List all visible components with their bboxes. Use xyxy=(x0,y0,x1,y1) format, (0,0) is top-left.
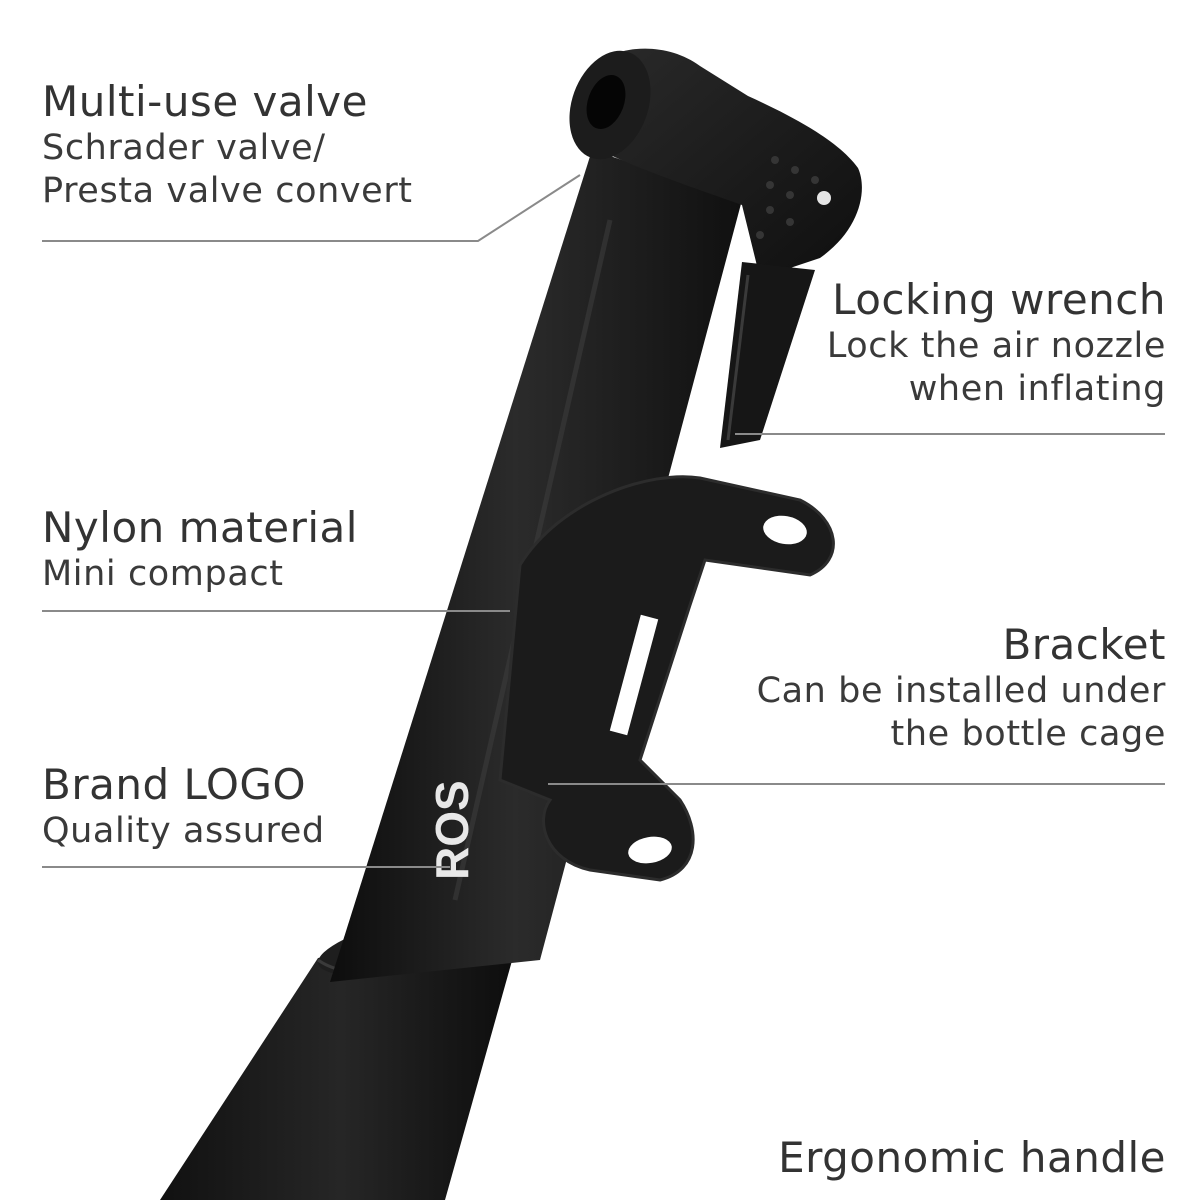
callout-nylon-material: Nylon material Mini compact xyxy=(42,502,358,596)
callout-title: Brand LOGO xyxy=(42,760,307,809)
callout-description: Mini compact xyxy=(42,554,284,595)
callout-locking-wrench: Locking wrench Lock the air nozzle when … xyxy=(827,274,1166,411)
callout-title: Multi-use valve xyxy=(42,77,368,126)
callout-description: Lock the air nozzle when inflating xyxy=(826,326,1166,409)
callout-multi-use-valve: Multi-use valve Schrader valve/ Presta v… xyxy=(42,76,413,213)
callout-title: Nylon material xyxy=(42,503,358,552)
callout-description: Schrader valve/ Presta valve convert xyxy=(42,128,413,211)
leader-line-valve xyxy=(42,174,581,242)
valve-head xyxy=(569,48,862,278)
callout-title: Locking wrench xyxy=(832,275,1166,324)
callout-description: Quality assured xyxy=(42,811,325,852)
callout-ergonomic-handle: Ergonomic handle xyxy=(778,1132,1166,1183)
callout-description: Can be installed under the bottle cage xyxy=(756,671,1166,754)
callout-brand-logo: Brand LOGO Quality assured xyxy=(42,759,325,853)
bracket xyxy=(498,475,835,882)
callout-title: Ergonomic handle xyxy=(778,1133,1166,1182)
locking-wrench xyxy=(720,262,815,448)
brand-logo: ROS xyxy=(426,780,478,880)
callout-title: Bracket xyxy=(1002,620,1166,669)
callout-bracket: Bracket Can be installed under the bottl… xyxy=(757,619,1166,756)
